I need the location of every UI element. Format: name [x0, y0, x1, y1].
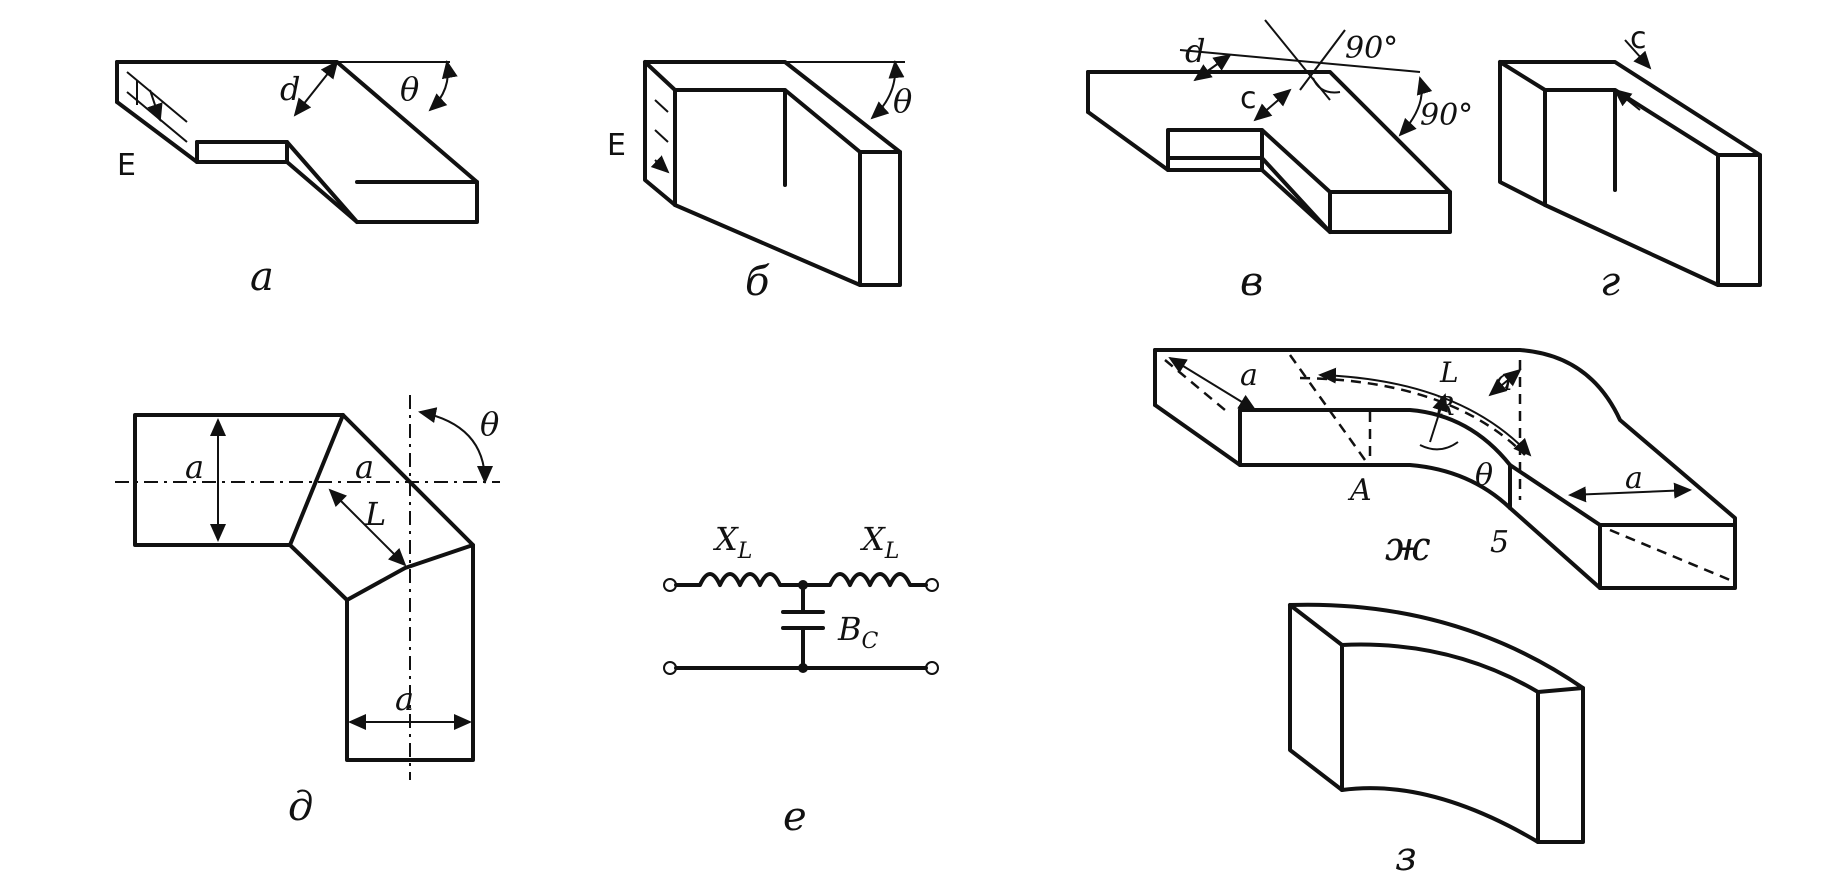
- figure-v-bend: [1086, 19, 1452, 234]
- label-theta-a: θ: [400, 70, 419, 108]
- label-xl-left: XL: [712, 520, 752, 564]
- label-a-zh1: a: [1240, 358, 1258, 393]
- caption-e: е: [783, 794, 807, 840]
- figure-a-bend: [115, 60, 479, 224]
- label-a-d2: a: [355, 448, 374, 486]
- figure-zh-bend: [1153, 348, 1737, 590]
- label-a-d1: a: [185, 448, 204, 486]
- figure-z-bend: [1288, 602, 1585, 844]
- label-d-v: d: [1185, 32, 1205, 70]
- caption-d: д: [288, 784, 313, 830]
- label-xl-right: XL: [859, 520, 899, 564]
- label-e-b: E: [607, 128, 626, 163]
- label-a-d3: a: [395, 680, 414, 718]
- label-A-zh: A: [1347, 473, 1372, 508]
- caption-b: б: [745, 259, 770, 305]
- figure-e-circuit: [663, 572, 939, 675]
- label-a-zh2: a: [1495, 363, 1513, 398]
- label-e-a: E: [117, 148, 136, 183]
- figure-b-bend: [643, 60, 905, 287]
- caption-zh: ж: [1385, 524, 1431, 570]
- label-90-side: 90°: [1420, 98, 1473, 133]
- label-theta-d: θ: [480, 405, 499, 443]
- label-r-zh: R: [1434, 392, 1455, 422]
- label-5-zh: 5: [1490, 525, 1509, 560]
- caption-z: з: [1395, 834, 1417, 880]
- figure-d-plan: [115, 395, 500, 780]
- label-a-zh3: a: [1625, 461, 1643, 496]
- label-d-a: d: [280, 70, 300, 108]
- label-c-g: c: [1630, 21, 1647, 56]
- label-c-v: c: [1240, 81, 1257, 116]
- label-l-d: L: [364, 495, 386, 533]
- caption-v: в: [1240, 259, 1263, 305]
- label-90-top: 90°: [1345, 31, 1398, 66]
- figure-g-bend: [1498, 39, 1762, 287]
- label-l-zh: L: [1439, 356, 1459, 389]
- label-theta-b: θ: [893, 82, 912, 120]
- label-theta-zh: θ: [1475, 458, 1493, 493]
- caption-a: а: [250, 254, 274, 300]
- caption-g: г: [1600, 259, 1620, 305]
- label-bc: BC: [837, 610, 879, 654]
